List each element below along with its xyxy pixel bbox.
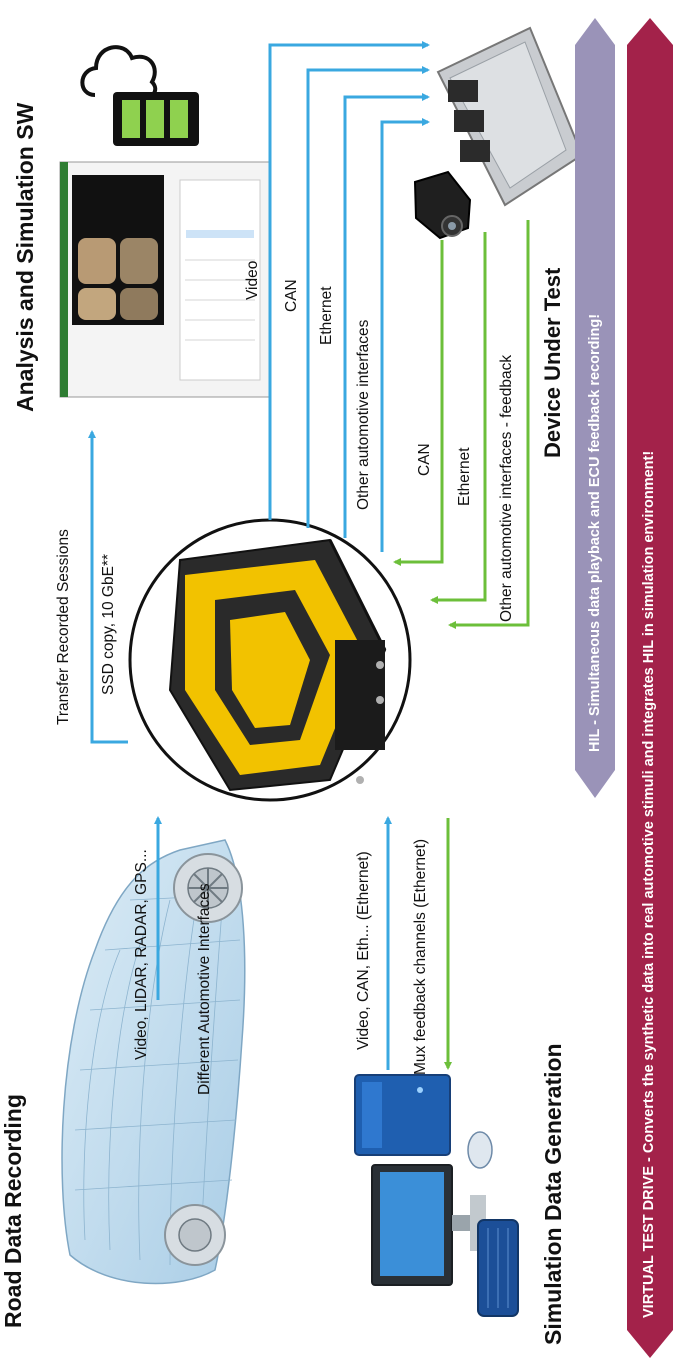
label-fb-other: Other automotive interfaces - feedback [498,354,515,622]
label-different-automotive-interfaces: Different Automotive Interfaces [196,883,213,1095]
label-out-other: Other automotive interfaces [355,319,372,510]
heading-road-data-recording: Road Data Recording [0,1094,26,1328]
heading-simulation-data-generation: Simulation Data Generation [540,1043,566,1345]
vtd-band [627,18,673,1358]
label-video-lidar-radar-gps: Video, LIDAR, RADAR, GPS... [133,849,150,1060]
label-out-video: Video [244,260,261,300]
data-logger-image [128,518,412,802]
label-video-can-eth: Video, CAN, Eth... (Ethernet) [355,851,372,1050]
label-transfer-recorded-sessions: Transfer Recorded Sessions [55,529,72,725]
label-fb-can: CAN [416,443,433,476]
simulation-pc-image [354,1074,519,1317]
heading-analysis-simulation-sw: Analysis and Simulation SW [12,102,38,412]
cloud-storage-icon [80,45,199,146]
hil-band [575,18,615,798]
arrow-fb-ethernet [430,232,487,604]
band-vtd-text: VIRTUAL TEST DRIVE - Converts the synthe… [641,450,657,1318]
label-out-can: CAN [283,279,300,312]
label-fb-ethernet: Ethernet [456,447,473,506]
label-mux-feedback: Mux feedback channels (Ethernet) [412,838,429,1075]
heading-device-under-test: Device Under Test [540,267,565,458]
arrow-fb-other [448,220,530,629]
car-wireframe-image [61,839,246,1285]
arrow-logger-to-analysis [88,430,128,744]
arrow-out-ethernet [343,93,430,538]
arrow-out-other [380,118,430,552]
arrow-fb-can [393,240,444,566]
label-out-ethernet: Ethernet [318,286,335,345]
ecu-device-image [436,26,584,207]
analysis-software-screenshot [59,161,271,398]
band-hil-text: HIL - Simultaneous data playback and ECU… [587,313,603,752]
arrow-out-video [268,41,430,520]
label-ssd-copy: SSD copy, 10 GbE** [100,553,117,695]
arrow-out-can [306,66,430,528]
camera-device-image [413,170,472,240]
